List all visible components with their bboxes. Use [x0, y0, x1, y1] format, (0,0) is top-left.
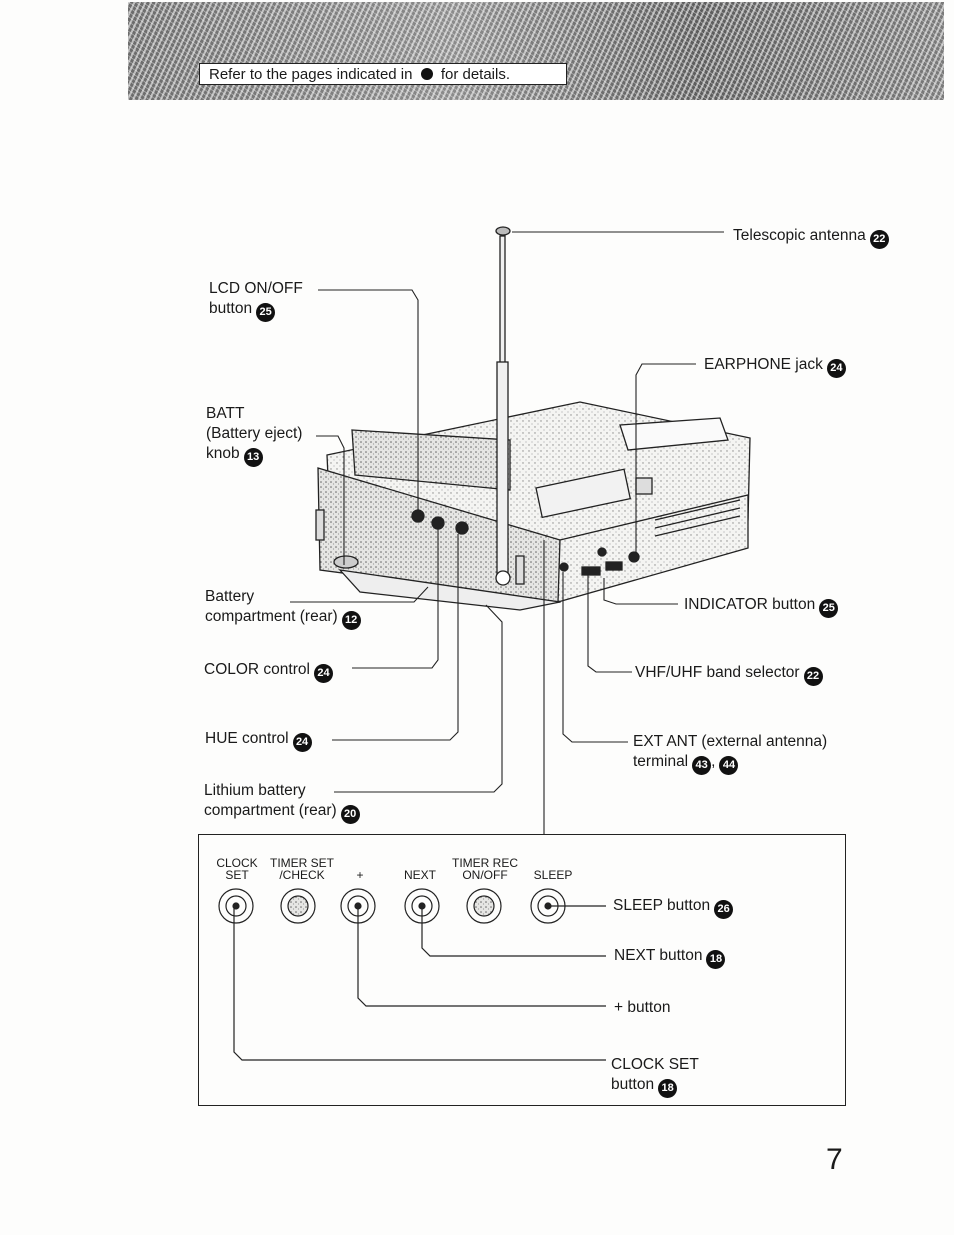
page-ref-badge: 12 — [341, 611, 361, 630]
callout-label: COLOR control — [204, 661, 310, 678]
panel-label-sleep: ​ SLEEP — [528, 857, 578, 881]
page-ref-badge: 26 — [714, 900, 734, 919]
page-ref-badge: 24 — [826, 359, 846, 378]
callout-label: LCD ON/OFF — [209, 280, 303, 297]
panel-label-line: ON/OFF — [462, 868, 508, 882]
callout-label: VHF/UHF band selector — [635, 664, 800, 681]
bullet-icon — [420, 68, 433, 80]
callout-label: BATT — [206, 405, 245, 422]
callout-label: knob — [206, 445, 240, 462]
tv-body — [315, 401, 751, 611]
callout-label: + button — [614, 999, 671, 1016]
panel-label-timer-set: TIMER SET /CHECK — [266, 857, 338, 881]
header-note: Refer to the pages indicated in for deta… — [199, 63, 567, 85]
callout-label: button — [611, 1076, 655, 1093]
panel-label-line: /CHECK — [279, 868, 325, 882]
page-ref-badge: 18 — [658, 1079, 678, 1098]
page-ref-badge: 25 — [819, 599, 839, 618]
header-note-text: Refer to the pages indicated in — [209, 66, 413, 83]
callout-label: EARPHONE jack — [704, 356, 823, 373]
page-number: 7 — [826, 1143, 843, 1176]
header-note-text-end: for details. — [440, 66, 511, 83]
panel-label-timer-rec: TIMER REC ON/OFF — [446, 857, 524, 881]
panel-label-line: TIMER REC — [452, 856, 518, 870]
page-ref-badge: 44 — [719, 756, 739, 775]
page-ref-badge: 13 — [243, 448, 263, 467]
callout-label: terminal — [633, 753, 689, 770]
callout-battery-compartment: Battery compartment (rear)12 — [205, 587, 361, 630]
panel-label-line: TIMER SET — [269, 856, 334, 870]
page-ref-badge: 22 — [869, 230, 889, 249]
callout-label: compartment (rear) — [204, 802, 337, 819]
panel-label-line: CLOCK — [216, 856, 258, 870]
panel-label-line: SET — [225, 868, 249, 882]
page-ref-badge: 25 — [256, 303, 276, 322]
callout-label: (Battery eject) — [206, 425, 303, 442]
panel-label-clock-set: CLOCK SET — [212, 857, 262, 881]
callout-label: HUE control — [205, 730, 289, 747]
page-ref-badge: 20 — [340, 805, 360, 824]
callout-label: CLOCK SET — [611, 1056, 699, 1073]
page-ref-badge: 22 — [803, 667, 823, 686]
panel-label-line: NEXT — [403, 868, 436, 882]
callout-plus-button: + button — [614, 998, 670, 1018]
page-ref-badge: 43 — [692, 756, 712, 775]
panel-diagram — [218, 888, 606, 1061]
panel-label-next: ​ NEXT — [398, 857, 442, 881]
callout-label: Telescopic antenna — [733, 227, 866, 244]
callout-label: SLEEP button — [613, 897, 711, 914]
callout-label: INDICATOR button — [684, 596, 816, 613]
callout-lithium-battery: Lithium battery compartment (rear)20 — [204, 781, 360, 824]
callout-label: button — [209, 300, 253, 317]
page-ref-badge: 24 — [313, 664, 333, 683]
leader-lines — [290, 231, 724, 834]
callout-label: Lithium battery — [204, 782, 306, 799]
control-panel-inset — [198, 834, 846, 1106]
panel-label-plus: ​ + — [348, 857, 372, 881]
callout-label: Battery — [205, 588, 255, 605]
callout-label: compartment (rear) — [205, 608, 338, 625]
antenna — [495, 226, 511, 586]
callout-label: EXT ANT (external antenna) — [633, 733, 828, 750]
callout-label: NEXT button — [614, 947, 703, 964]
panel-label-line: SLEEP — [533, 868, 573, 882]
page-ref-badge: 18 — [706, 950, 726, 969]
panel-label-line: + — [356, 868, 364, 882]
page-ref-badge: 24 — [292, 733, 312, 752]
